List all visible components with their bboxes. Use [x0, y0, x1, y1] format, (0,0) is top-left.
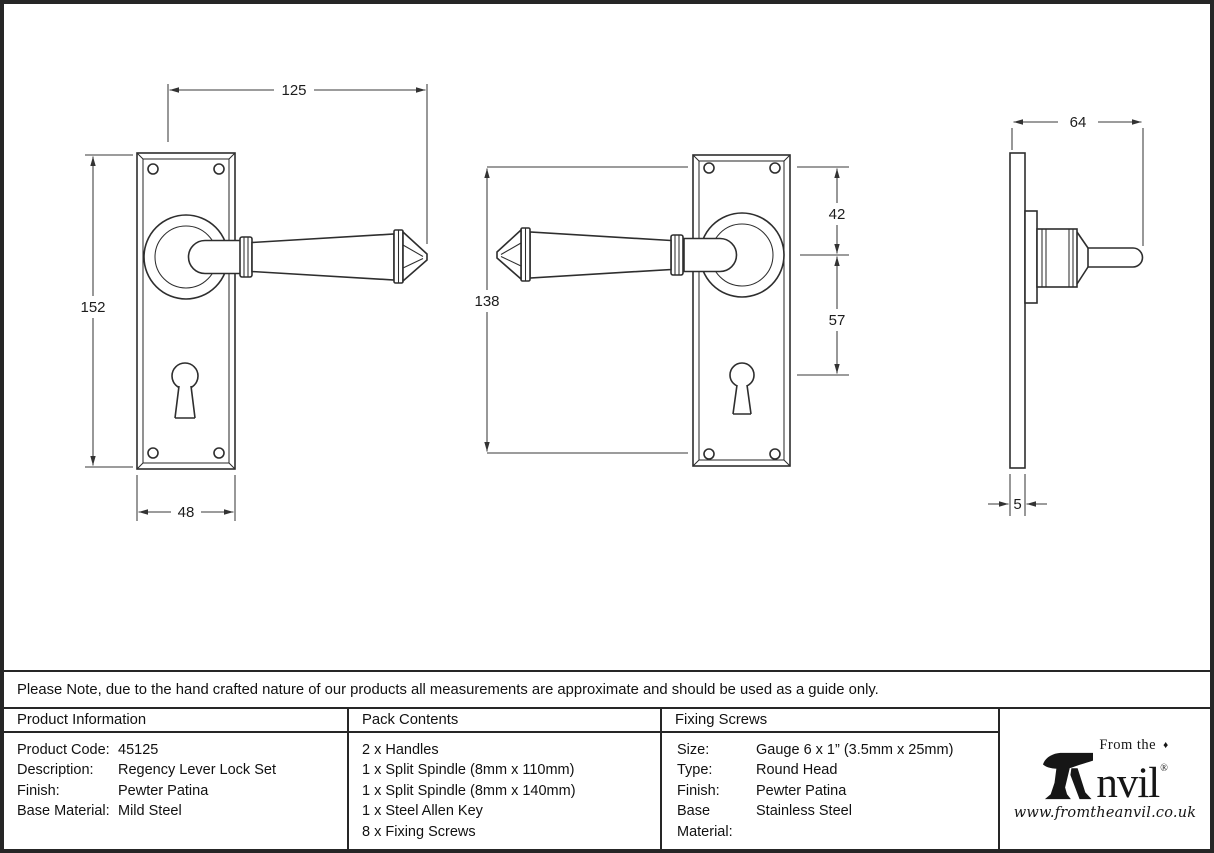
dimension-plate-thickness: 5 [988, 474, 1047, 516]
dim-label-screw-centres: 138 [474, 293, 499, 310]
lever-end-cap [402, 230, 428, 283]
list-item: 1 x Split Spindle (8mm x 110mm) [362, 762, 575, 779]
keyhole [171, 362, 199, 419]
pack-contents-header: Pack Contents [349, 709, 660, 733]
table-row: Base Material: Stainless Steel [677, 803, 852, 840]
table-row: Finish: Pewter Patina [677, 782, 847, 799]
backplate-bevel [698, 160, 785, 461]
list-item: 8 x Fixing Screws [362, 823, 476, 840]
lever-end-cap [496, 228, 522, 281]
side-view: 64 5 [988, 114, 1144, 516]
screw-holes [147, 163, 225, 459]
dim-label-spindle-to-keyhole: 57 [829, 312, 846, 329]
dim-label-plate-height: 152 [80, 299, 105, 316]
dimension-projection: 64 [1011, 114, 1144, 246]
backplate [136, 152, 236, 470]
dim-label-projection: 64 [1070, 114, 1087, 131]
fixing-screws-column: Fixing Screws Size: Gauge 6 x 1” (3.5mm … [660, 709, 998, 849]
registered-trademark-symbol: ® [1160, 763, 1168, 774]
dim-label-plate-thickness: 5 [1013, 496, 1021, 513]
dim-label-lever-length: 125 [281, 82, 306, 99]
spec-table: Product Information Product Code: 45125 … [4, 707, 1210, 849]
logo-website: www.fromtheanvil.co.uk [1013, 805, 1197, 821]
note-row: Please Note, due to the hand crafted nat… [4, 670, 1210, 707]
logo-tagline: From the ♦ [1099, 737, 1169, 753]
list-item: 2 x Handles [362, 742, 439, 758]
lever-handle [187, 229, 428, 284]
dimension-plate-height: 152 [80, 154, 133, 468]
dimension-screw-centres: 138 [474, 166, 688, 454]
product-information-header: Product Information [4, 709, 347, 733]
screw-holes [703, 162, 781, 460]
dimension-plate-width: 48 [136, 475, 236, 521]
front-view-lever-right: 152 125 48 [80, 82, 428, 521]
table-row: Base Material: Mild Steel [17, 803, 182, 820]
brand-logo-cell: From the ♦ nvil® www.fromtheanvil.co.uk [998, 709, 1210, 849]
pack-contents-column: Pack Contents 2 x Handles 1 x Split Spin… [347, 709, 660, 849]
backplate [692, 154, 791, 467]
technical-drawing: 152 125 48 [80, 82, 1144, 521]
table-row: Finish: Pewter Patina [17, 782, 209, 799]
keyhole [729, 362, 755, 415]
table-row: Size: Gauge 6 x 1” (3.5mm x 25mm) [677, 742, 954, 758]
dim-label-plate-width: 48 [178, 504, 195, 521]
table-row: Description: Regency Lever Lock Set [17, 762, 276, 779]
measurement-note: Please Note, due to the hand crafted nat… [17, 681, 879, 698]
lever-grip-side [1087, 247, 1144, 268]
backplate-bevel [142, 158, 230, 464]
dimension-spindle-to-keyhole: 57 [797, 256, 849, 376]
list-item: 1 x Split Spindle (8mm x 140mm) [362, 782, 576, 799]
list-item: 1 x Steel Allen Key [362, 803, 483, 820]
dimension-top-screw-to-spindle: 42 [797, 166, 849, 256]
diamond-icon: ♦ [1163, 739, 1169, 751]
lever-boss-side [1036, 228, 1078, 288]
dim-label-top-screw-to-spindle: 42 [829, 206, 846, 223]
front-view-lever-left: 138 42 57 [474, 154, 849, 467]
lever-handle [496, 227, 738, 282]
logo-wordmark: nvil® [1096, 760, 1168, 807]
product-information-column: Product Information Product Code: 45125 … [4, 709, 347, 849]
fixing-screws-header: Fixing Screws [662, 709, 998, 733]
from-the-anvil-logo: From the ♦ nvil® www.fromtheanvil.co.uk [1014, 737, 1196, 821]
anvil-icon [1043, 752, 1094, 800]
dimension-lever-length: 125 [167, 82, 428, 244]
rose-side [1024, 210, 1038, 304]
backplate-side [1009, 152, 1026, 469]
table-row: Product Code: 45125 [17, 742, 159, 758]
table-row: Type: Round Head [677, 762, 838, 779]
